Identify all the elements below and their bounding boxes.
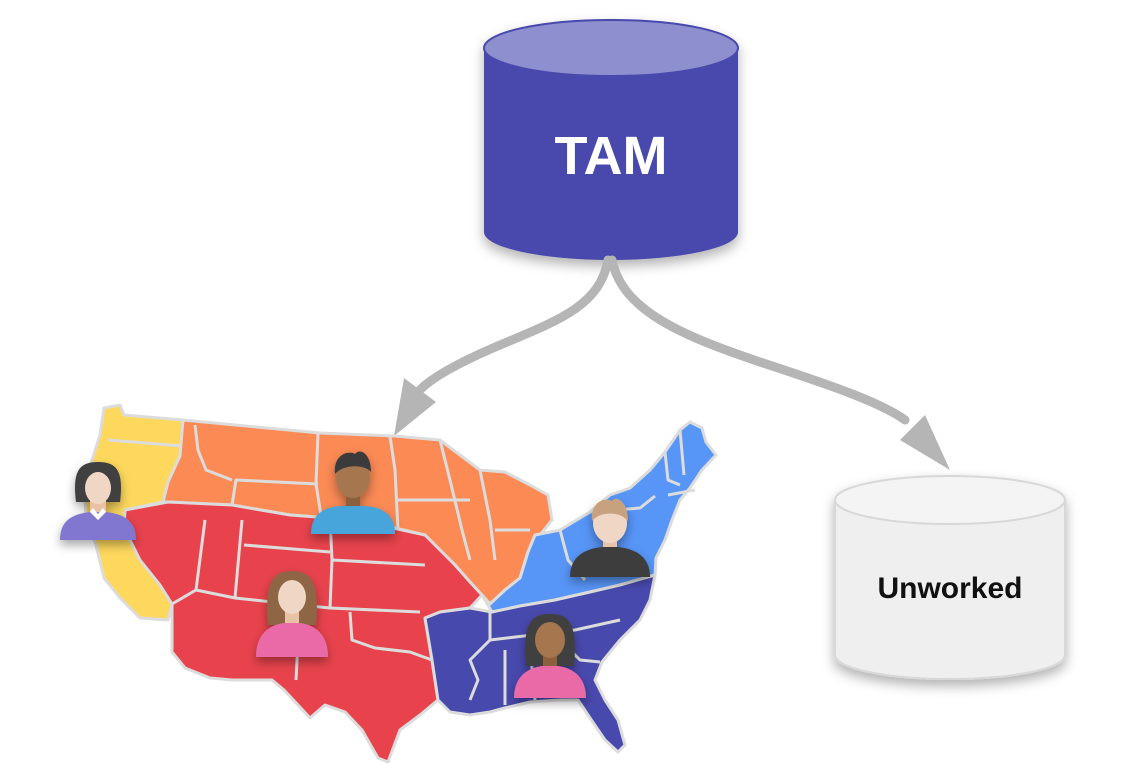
us-territory-map bbox=[82, 403, 718, 764]
rep-avatar-north-central[interactable] bbox=[311, 451, 395, 534]
arrow-to-unworked bbox=[607, 255, 950, 470]
arrow-to-map bbox=[394, 255, 613, 436]
rep-avatar-southwest[interactable] bbox=[256, 571, 328, 657]
rep-avatar-southeast[interactable] bbox=[514, 614, 586, 698]
rep-avatar-pacific[interactable] bbox=[60, 462, 136, 540]
rep-avatar-northeast[interactable] bbox=[570, 498, 650, 577]
tam-label: TAM bbox=[555, 126, 668, 186]
unworked-label: Unworked bbox=[877, 572, 1022, 605]
tam-cylinder[interactable] bbox=[483, 19, 739, 260]
unworked-cylinder[interactable] bbox=[834, 475, 1066, 680]
